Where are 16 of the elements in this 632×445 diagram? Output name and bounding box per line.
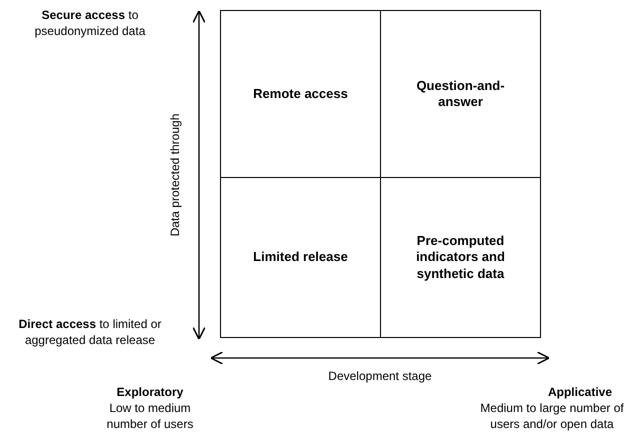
- quadrant-label: Remote access: [253, 86, 348, 102]
- stage-heading: Applicative: [546, 385, 614, 401]
- axis-title: Data protected through: [168, 114, 184, 236]
- quadrant-box: [220, 177, 381, 338]
- axis-end-label: Direct access to limited or aggregated data release: [18, 317, 162, 348]
- axis-title: Development stage: [327, 369, 433, 385]
- quadrant-box: [380, 177, 541, 338]
- quadrant-box: [380, 10, 541, 178]
- quadrant-label: Pre-computed indicators and synthetic data: [415, 233, 506, 282]
- axis-end-label: Secure access to pseudonymized data: [34, 8, 146, 40]
- stage-description: Medium to large number of users and/or open data: [479, 401, 625, 432]
- quadrant-box: [220, 10, 381, 178]
- quadrant-label: Limited release: [253, 249, 348, 266]
- quadrant-label: Question-and-answer: [415, 78, 506, 110]
- stage-heading: Exploratory: [116, 385, 184, 401]
- stage-description: Low to medium number of users: [106, 401, 194, 432]
